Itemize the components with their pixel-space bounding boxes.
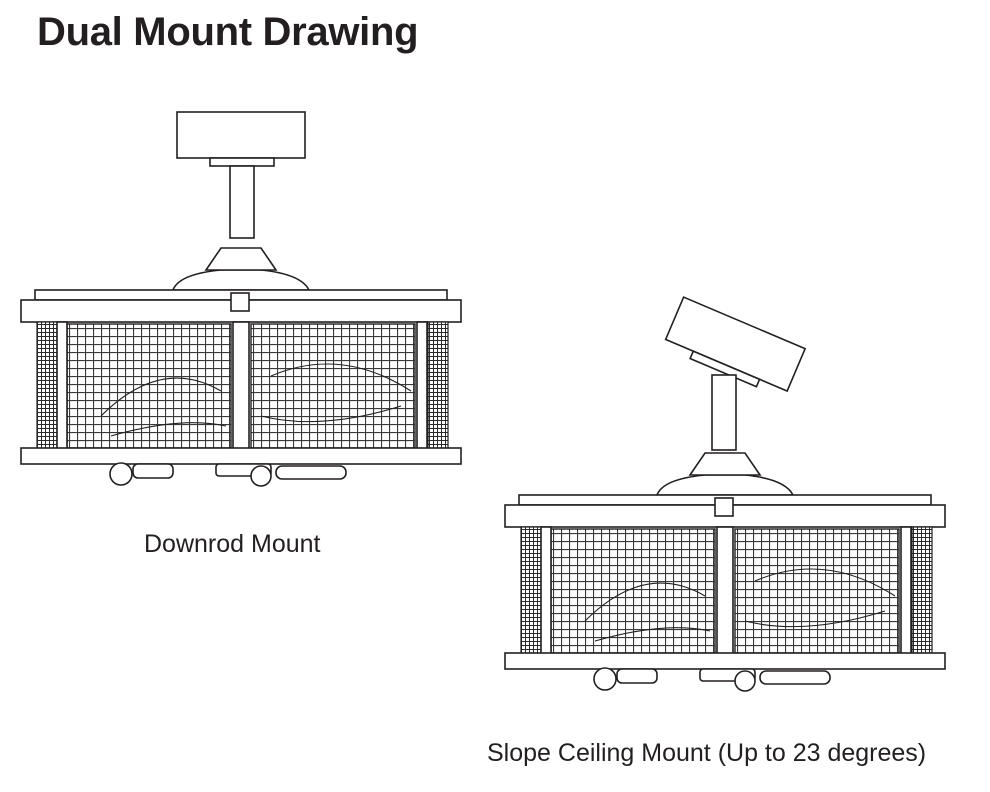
slope-mount-caption: Slope Ceiling Mount (Up to 23 degrees) xyxy=(487,739,927,767)
page-title: Dual Mount Drawing xyxy=(37,10,419,54)
slope-mount-drawing xyxy=(504,296,946,692)
downrod-mount-drawing xyxy=(20,111,462,487)
downrod-mount-caption: Downrod Mount xyxy=(144,530,321,558)
